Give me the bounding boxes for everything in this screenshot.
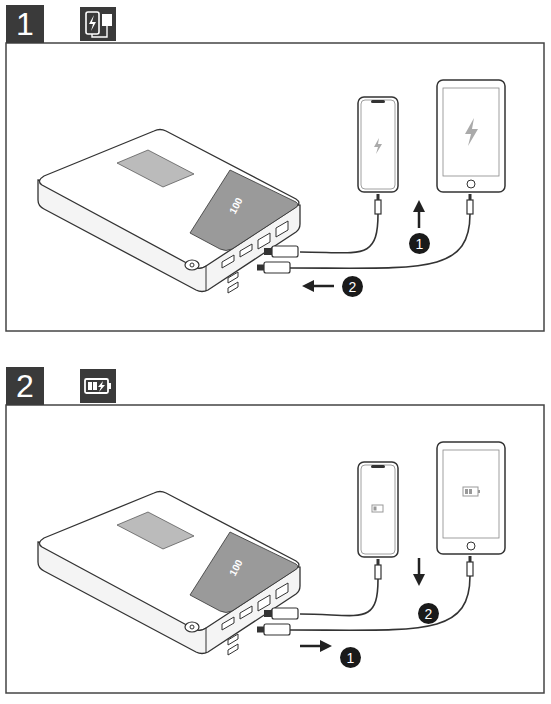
panel-number: 2 [16, 370, 34, 402]
port [222, 617, 234, 630]
phone [358, 97, 398, 192]
callout-number: 2 [342, 276, 363, 297]
power-button [185, 622, 199, 632]
panel-illustration [6, 7, 544, 331]
phone [358, 462, 398, 557]
panel-number: 1 [6, 5, 44, 43]
callout-number: 2 [349, 280, 357, 294]
cable [257, 556, 473, 635]
power-bank [38, 492, 300, 656]
tablet [437, 442, 505, 554]
callout-number: 1 [347, 651, 355, 665]
cable [257, 194, 473, 273]
callout-number: 1 [416, 237, 424, 251]
panel-number: 1 [16, 8, 34, 40]
callout-number: 1 [409, 233, 430, 254]
tablet [437, 80, 505, 192]
port [240, 606, 252, 619]
port [258, 233, 270, 249]
port [222, 255, 234, 268]
callout-number: 1 [340, 647, 361, 668]
direction-arrow [300, 558, 425, 652]
port [276, 583, 288, 599]
header-icon [80, 7, 116, 41]
direction-arrow [302, 200, 425, 292]
panel-frame [6, 43, 544, 331]
power-button [185, 260, 199, 270]
callout-number: 2 [418, 603, 439, 624]
panel-frame [6, 405, 544, 693]
header-icon [80, 369, 116, 403]
panel-number: 2 [6, 367, 44, 405]
callout-number: 2 [425, 607, 433, 621]
panel-illustration [6, 369, 544, 693]
port [240, 244, 252, 257]
power-bank [38, 130, 300, 294]
port [276, 221, 288, 237]
port [258, 595, 270, 611]
